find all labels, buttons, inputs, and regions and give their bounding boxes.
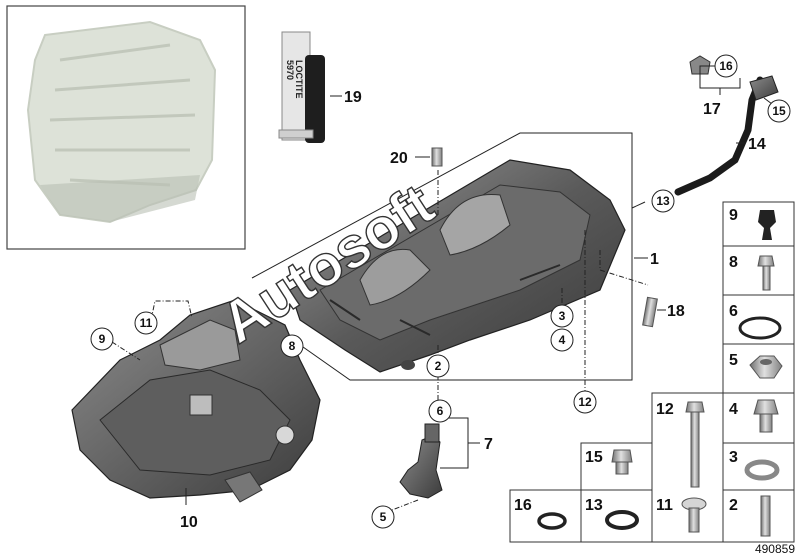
callout-1: 1	[650, 251, 659, 268]
callout-14: 14	[748, 136, 766, 153]
cell-number-2: 2	[729, 497, 738, 514]
solid-leaders	[185, 65, 773, 505]
cell-number-8: 8	[729, 254, 738, 271]
small-parts-grid	[509, 201, 795, 543]
oil-level-sensor	[399, 423, 443, 499]
callout-18: 18	[667, 303, 685, 320]
seal-ring-6	[738, 316, 782, 340]
callout-19: 19	[344, 89, 362, 106]
cell-number-16: 16	[514, 497, 532, 514]
tube-product-text: 5970	[285, 60, 295, 80]
clip-part-9	[758, 210, 776, 240]
callout-11: 11	[140, 316, 153, 330]
dipstick-cap	[689, 55, 711, 75]
cell-number-11: 11	[656, 497, 673, 514]
tube-brand-text: LOCTITE	[294, 60, 304, 99]
callout-13: 13	[656, 194, 670, 208]
stud-part-2	[760, 495, 771, 537]
screw-part-11	[681, 497, 707, 533]
cell-number-15: 15	[585, 449, 603, 466]
reference-number: 490859	[755, 542, 795, 556]
callout-17: 17	[703, 101, 721, 118]
callout-10: 10	[180, 514, 198, 531]
oring-part-13	[605, 510, 639, 530]
callout-9: 9	[99, 332, 106, 346]
cell-number-12: 12	[656, 401, 674, 418]
cell-number-6: 6	[729, 303, 738, 320]
bolt-part-12	[685, 401, 705, 488]
callout-5: 5	[380, 510, 387, 524]
dowel-20	[431, 147, 443, 167]
oil-pan-group-frame	[251, 132, 633, 381]
cell-number-3: 3	[729, 449, 738, 466]
callout-20: 20	[390, 150, 408, 167]
callout-6: 6	[437, 404, 444, 418]
callout-4: 4	[559, 333, 566, 347]
callout-2: 2	[435, 359, 442, 373]
oil-pan-bridge	[71, 299, 321, 503]
engine-overview-panel	[6, 5, 246, 250]
callout-3: 3	[559, 309, 566, 323]
cell-number-4: 4	[729, 401, 738, 418]
drain-screw-18	[642, 296, 658, 328]
washer-3	[744, 459, 780, 481]
callout-markers	[90, 54, 791, 529]
callout-7: 7	[484, 436, 493, 453]
nut-part-5	[749, 355, 783, 379]
callout-8: 8	[289, 339, 296, 353]
dipstick-tube	[674, 75, 779, 196]
oil-pan	[289, 159, 626, 373]
cell-number-13: 13	[585, 497, 603, 514]
cell-number-5: 5	[729, 352, 738, 369]
callout-12: 12	[578, 395, 592, 409]
callout-15: 15	[772, 104, 786, 118]
drain-plug-4	[753, 399, 779, 433]
sealant-tube: LOCTITE 5970	[278, 31, 325, 143]
callout-16: 16	[719, 59, 733, 73]
cell-number-9: 9	[729, 207, 738, 224]
oring-part-16	[537, 512, 567, 530]
bolt-part-8	[757, 255, 775, 291]
plug-part-15	[611, 449, 633, 475]
